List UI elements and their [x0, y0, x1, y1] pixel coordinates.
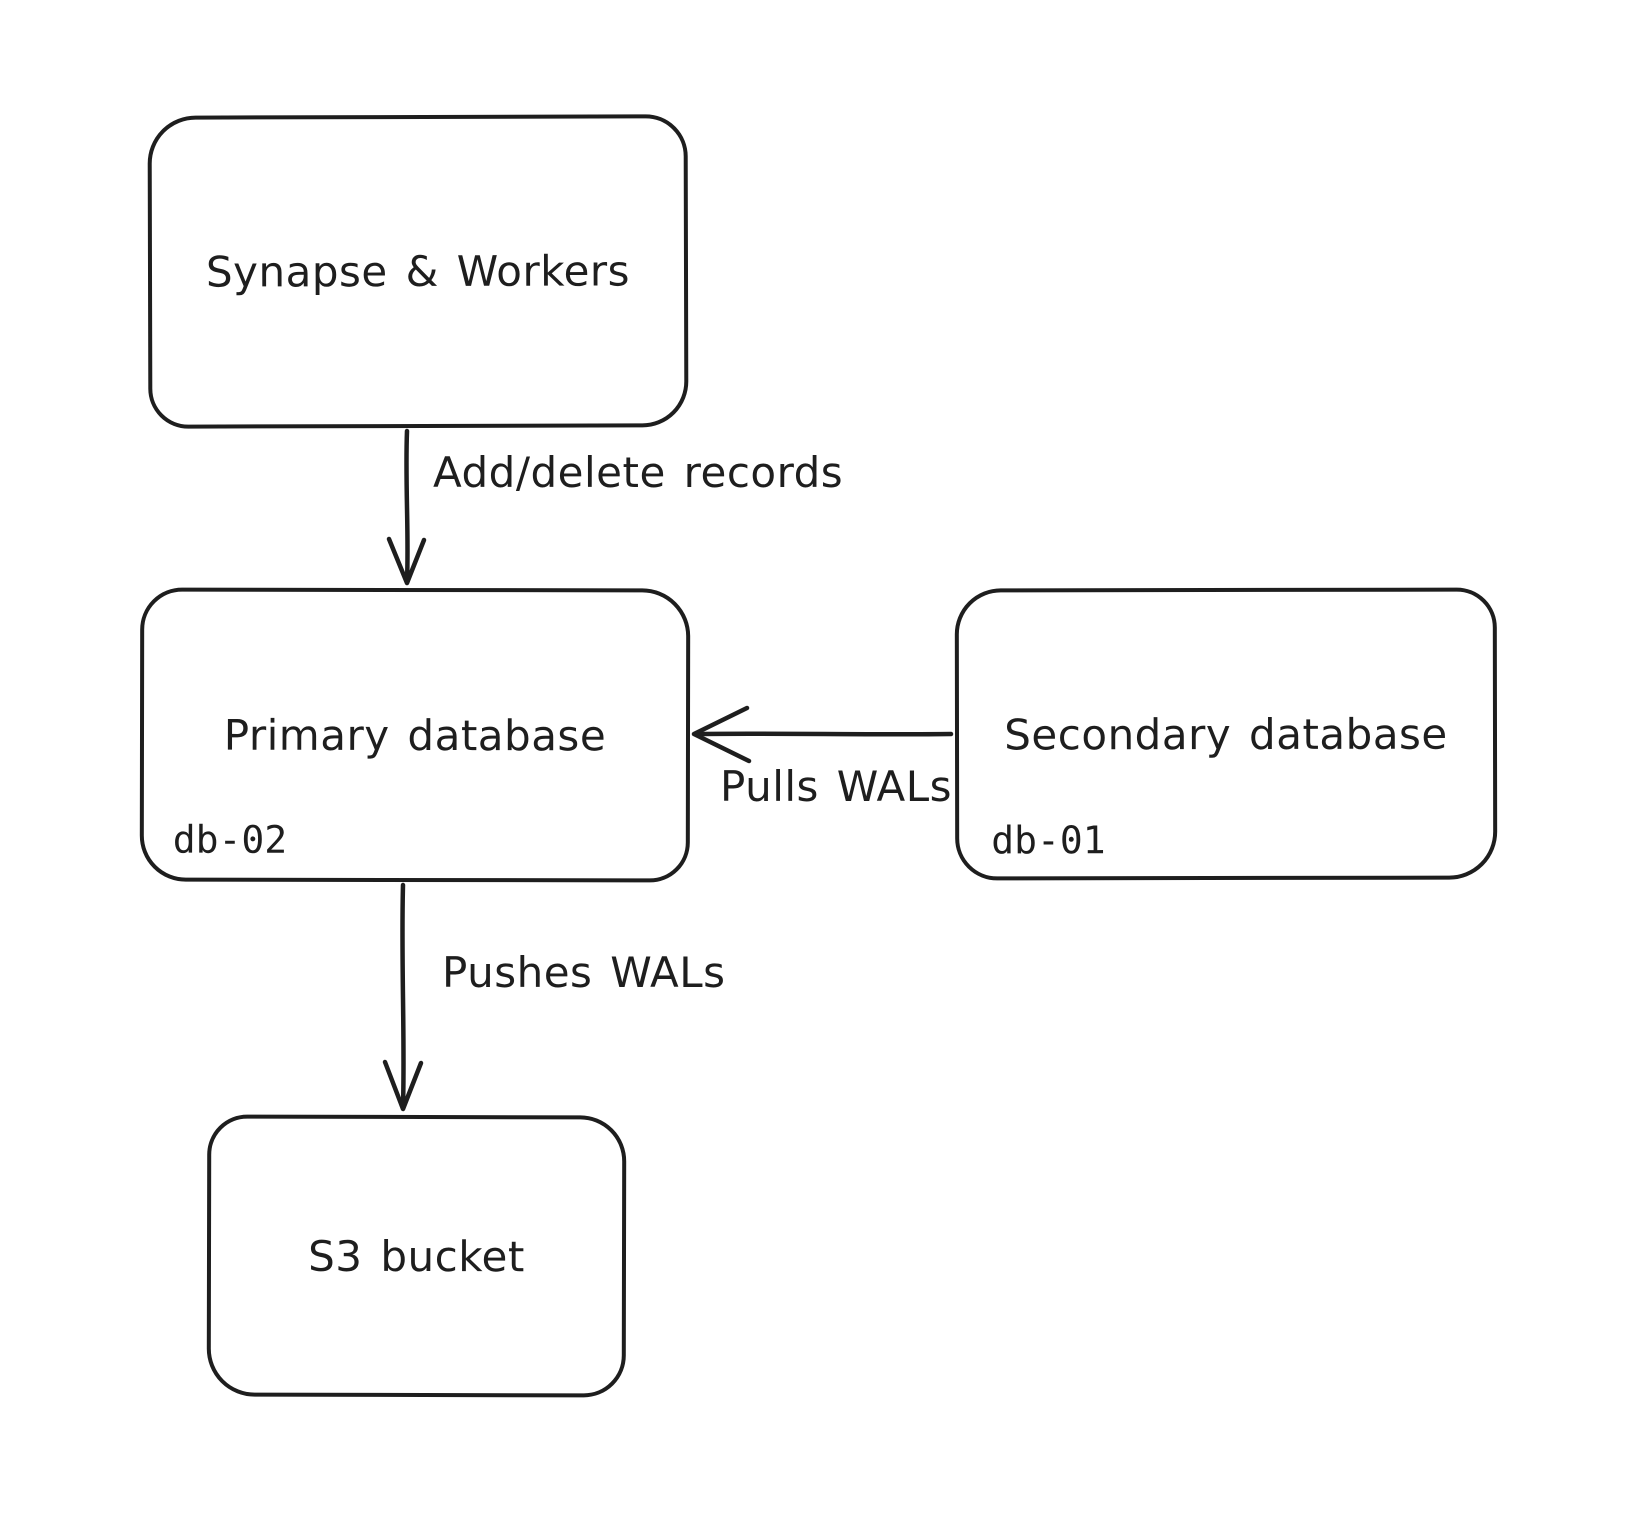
edge-pulls-wals[interactable] [691, 705, 954, 764]
node-s3-bucket[interactable]: S3 bucket [206, 1114, 627, 1398]
edge-pushes-wals[interactable] [382, 882, 424, 1112]
arrow-line [404, 428, 410, 584]
edge-add-delete-records[interactable] [386, 428, 427, 586]
edge-label-pushes-wals[interactable]: Pushes WALs [442, 948, 726, 997]
edge-label-add-delete-records[interactable]: Add/delete records [433, 448, 844, 497]
node-label: S3 bucket [308, 1231, 525, 1281]
edge-label-pulls-wals[interactable]: Pulls WALs [720, 762, 953, 811]
node-label: Secondary database [1004, 709, 1448, 759]
arrow-head-down-icon [386, 536, 427, 586]
node-secondary-database[interactable]: Secondary database db-01 [954, 587, 1498, 881]
node-label: Synapse & Workers [205, 246, 631, 297]
arrow-line [400, 882, 406, 1110]
node-sublabel-db-01[interactable]: db-01 [991, 818, 1106, 863]
arrow-head-left-icon [691, 705, 752, 764]
node-sublabel-db-02[interactable]: db-02 [172, 817, 288, 862]
arrow-head-down-icon [382, 1059, 424, 1112]
node-primary-database[interactable]: Primary database db-02 [139, 587, 691, 883]
arrow-line [693, 731, 954, 737]
node-label: Primary database [223, 710, 607, 760]
node-synapse-workers[interactable]: Synapse & Workers [147, 114, 689, 429]
